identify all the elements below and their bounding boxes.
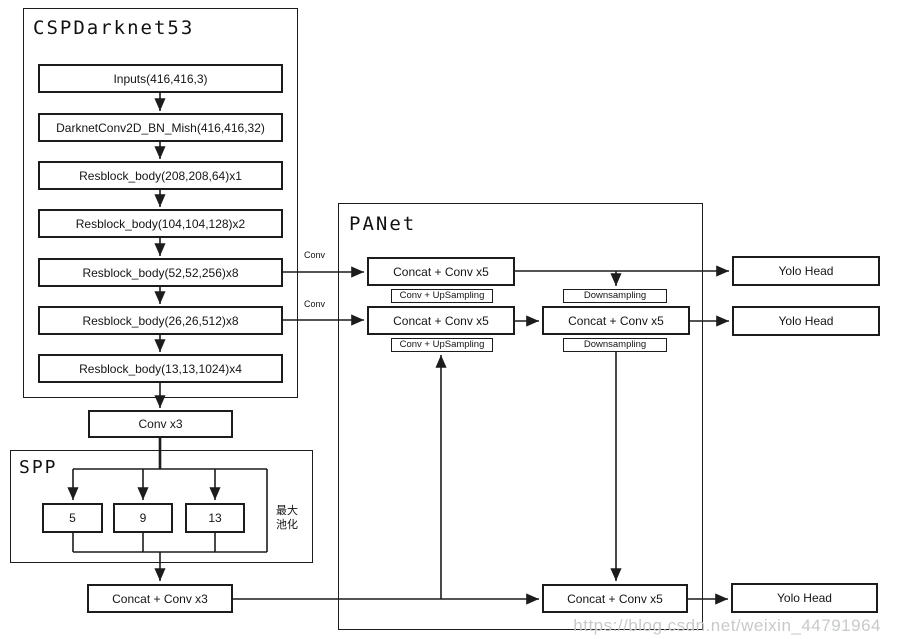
maxpool-note: 最大 池化 [276,505,298,533]
node-upsampling-1: Conv + UpSampling [391,289,493,303]
node-pool-5: 5 [42,503,103,533]
node-resblock-52: Resblock_body(52,52,256)x8 [38,258,283,287]
node-yolo-head-2: Yolo Head [732,306,880,336]
node-resblock-104: Resblock_body(104,104,128)x2 [38,209,283,238]
node-concat-conv5-row2: Concat + Conv x5 [367,306,515,335]
node-conv-x3: Conv x3 [88,410,233,438]
backbone-frame [23,8,298,398]
maxpool-note-line1: 最大 [276,505,298,517]
node-concat-conv5-row1: Concat + Conv x5 [367,257,515,286]
node-resblock-208: Resblock_body(208,208,64)x1 [38,161,283,190]
node-upsampling-2: Conv + UpSampling [391,338,493,352]
watermark-text: https://blog.csdn.net/weixin_44791964 [573,616,881,635]
panet-title: PANet [349,213,417,235]
panet-frame [338,203,703,630]
backbone-title: CSPDarknet53 [33,17,195,39]
spp-title: SPP [19,457,58,478]
node-downsampling-2: Downsampling [563,338,667,352]
node-pool-9: 9 [113,503,173,533]
node-inputs: Inputs(416,416,3) [38,64,283,93]
node-concat-conv5-mid: Concat + Conv x5 [542,306,690,335]
branch2-conv-label: Conv [304,299,326,309]
node-yolo-head-1: Yolo Head [732,256,880,286]
node-concat-conv-x3: Concat + Conv x3 [87,584,233,613]
node-resblock-13: Resblock_body(13,13,1024)x4 [38,354,283,383]
node-darknetconv: DarknetConv2D_BN_Mish(416,416,32) [38,113,283,142]
node-concat-conv5-bottom: Concat + Conv x5 [542,584,688,613]
branch1-conv-label: Conv [304,250,326,260]
node-yolo-head-3: Yolo Head [731,583,878,613]
maxpool-note-line2: 池化 [276,518,298,531]
node-pool-13: 13 [185,503,245,533]
node-resblock-26: Resblock_body(26,26,512)x8 [38,306,283,335]
spp-frame [10,450,313,563]
node-downsampling-1: Downsampling [563,289,667,303]
